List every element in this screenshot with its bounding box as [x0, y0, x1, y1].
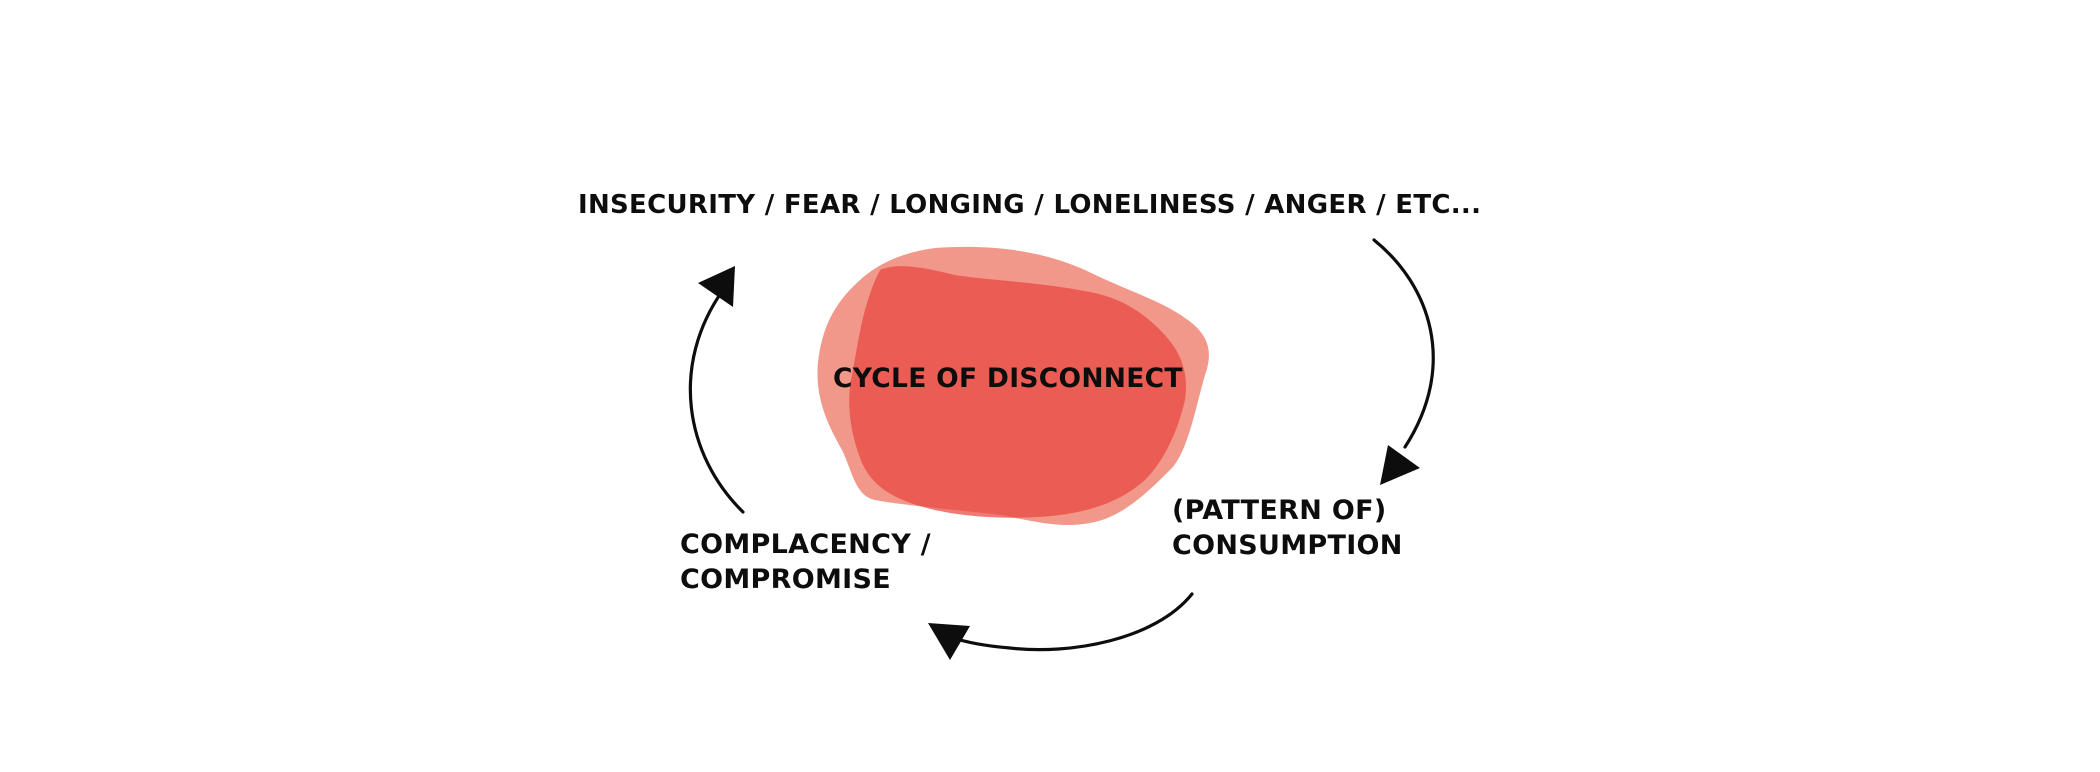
arrow-top-to-right	[1372, 238, 1435, 449]
complacency-label-line1: COMPLACENCY /	[680, 529, 931, 560]
blob-inner-shape	[849, 266, 1186, 518]
arrow-right-to-bottom	[948, 592, 1194, 652]
arrowhead-right	[1380, 445, 1420, 485]
arrowheads	[698, 266, 1420, 660]
top-label: INSECURITY / FEAR / LONGING / LONELINESS…	[578, 190, 1482, 220]
arrowhead-bottom	[928, 623, 970, 660]
consumption-label: (PATTERN OF) CONSUMPTION	[1172, 493, 1403, 563]
consumption-label-line2: CONSUMPTION	[1172, 530, 1403, 561]
consumption-label-line1: (PATTERN OF)	[1172, 495, 1387, 526]
complacency-label: COMPLACENCY / COMPROMISE	[680, 527, 931, 597]
diagram-title: CYCLE OF DISCONNECT	[833, 363, 1183, 394]
arrowhead-left	[698, 266, 735, 307]
cycle-arrows	[688, 238, 1435, 652]
complacency-label-line2: COMPROMISE	[680, 564, 891, 595]
central-blob	[817, 246, 1209, 525]
arrow-left-to-top	[688, 288, 745, 514]
